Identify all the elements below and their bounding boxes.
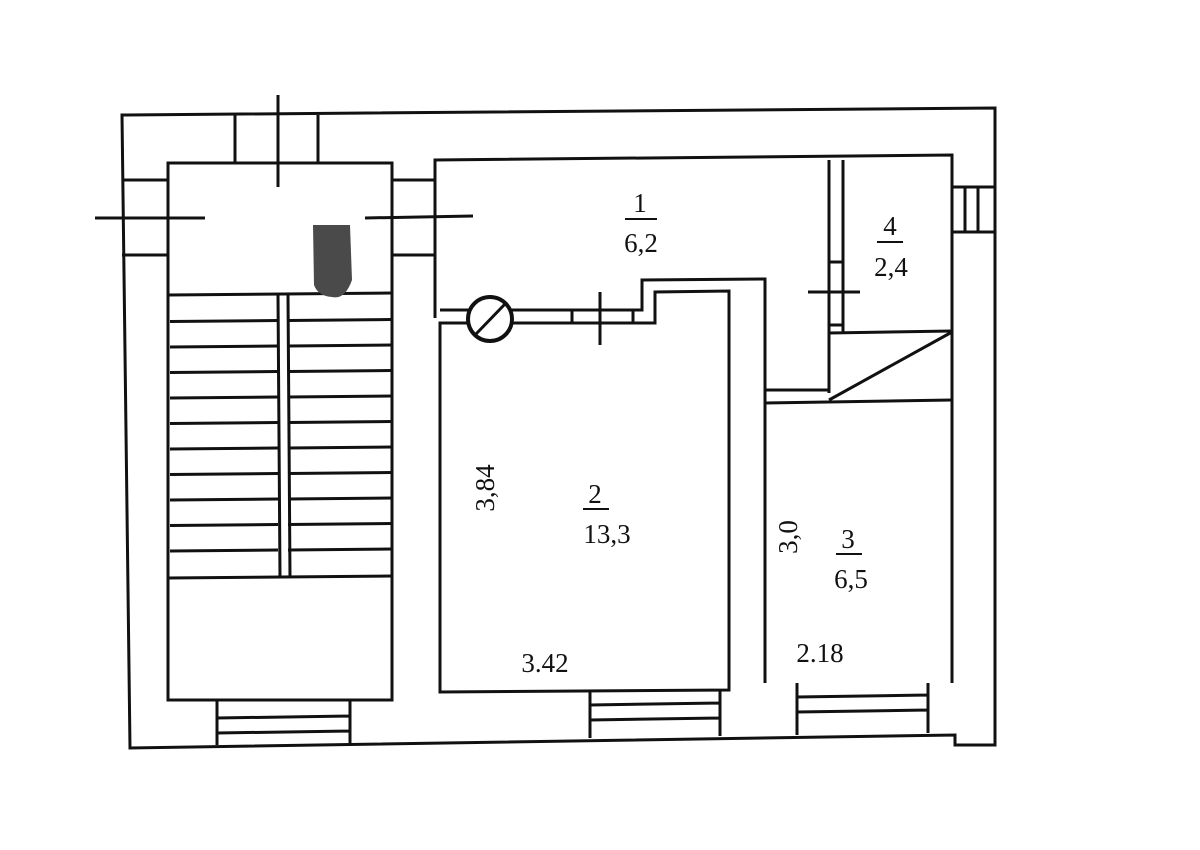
stair-step xyxy=(169,370,279,374)
room-1-wall xyxy=(433,153,954,683)
stair-step xyxy=(287,394,393,399)
stair-step xyxy=(169,344,279,349)
room-4-wall xyxy=(827,160,953,393)
stairwell xyxy=(166,161,394,702)
stair-top-edge xyxy=(167,291,393,297)
outer-wall xyxy=(120,106,997,750)
partition xyxy=(440,277,767,683)
stair-landing-edge xyxy=(167,574,393,580)
stair-step xyxy=(287,420,393,424)
stair-step xyxy=(169,523,279,527)
stair-step xyxy=(169,421,279,425)
room-4-number: 4 xyxy=(883,211,897,241)
axis-marks xyxy=(95,95,860,345)
redaction-mark xyxy=(313,225,352,298)
stair-step xyxy=(287,369,393,373)
stair-step xyxy=(169,497,279,502)
room-2-height-dim: 3,84 xyxy=(470,464,500,512)
room-1-area: 6,2 xyxy=(624,228,658,258)
stair-step xyxy=(169,548,279,553)
room-1-number: 1 xyxy=(633,188,647,218)
stair-divider xyxy=(286,294,292,578)
room-3-height-dim: 3,0 xyxy=(773,520,803,554)
room-2-wall xyxy=(438,289,731,694)
stair-step xyxy=(287,522,393,526)
stair-step xyxy=(169,395,279,400)
room-2-width-dim: 3.42 xyxy=(521,648,568,678)
room-4-area: 2,4 xyxy=(874,252,908,282)
stair-step xyxy=(287,318,393,322)
room-3-area: 6,5 xyxy=(834,564,868,594)
room-3-number: 3 xyxy=(841,524,855,554)
room-2-area: 13,3 xyxy=(583,519,630,549)
stair-step xyxy=(287,547,393,552)
room-2-number: 2 xyxy=(588,479,602,509)
windows xyxy=(122,115,995,745)
stair-step xyxy=(287,343,393,348)
stair-flights xyxy=(169,294,393,578)
room-3-wall xyxy=(764,330,953,405)
chimney-slash xyxy=(474,302,507,336)
stair-step xyxy=(287,445,393,450)
stair-step xyxy=(169,446,279,451)
stair-step xyxy=(287,496,393,501)
stair-divider xyxy=(276,294,282,578)
stair-step xyxy=(287,471,393,475)
room-3-width-dim: 2.18 xyxy=(796,638,843,668)
stair-step xyxy=(169,472,279,476)
stair-step xyxy=(169,319,279,323)
